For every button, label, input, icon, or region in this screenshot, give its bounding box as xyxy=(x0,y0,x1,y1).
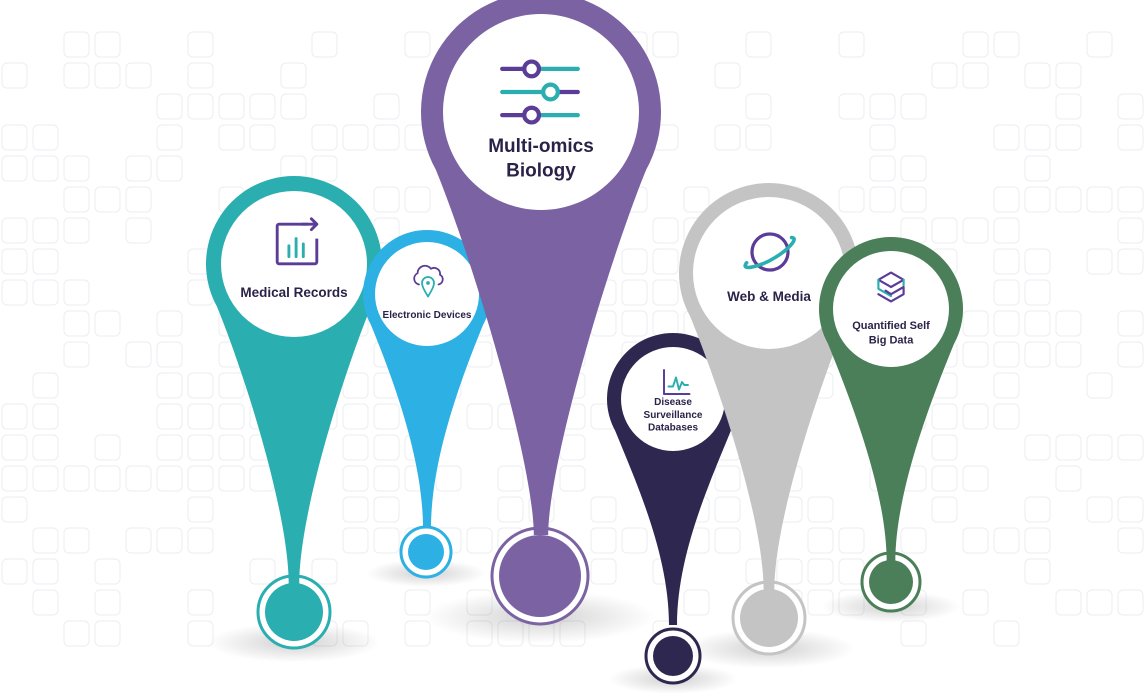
pin-base-dot xyxy=(869,560,913,604)
planet-icon xyxy=(743,232,796,272)
cloud-location-icon xyxy=(413,264,444,298)
pin-base-dot xyxy=(740,589,798,647)
pin-label-line: Electronic Devices xyxy=(383,310,472,321)
pulse-chart-icon xyxy=(663,369,691,395)
pin-label-disc xyxy=(621,347,725,451)
pin-label-disc xyxy=(833,251,949,367)
sliders-icon xyxy=(500,59,580,125)
pin-web-media: Web & Media xyxy=(678,183,859,669)
pin-label-line: Biology xyxy=(506,160,576,181)
pin-label-line: Big Data xyxy=(869,334,915,346)
pin-label-line: Multi-omics xyxy=(488,136,594,157)
pin-base-dot xyxy=(499,535,581,617)
pin-label-line: Databases xyxy=(648,423,698,434)
pin-label-disc xyxy=(693,197,845,349)
pin-label-line: Quantified Self xyxy=(852,320,930,332)
pin-label-disc xyxy=(443,14,639,210)
pin-label-line: Web & Media xyxy=(727,289,811,304)
cube-stack-icon xyxy=(877,271,905,303)
pin-label-line: Surveillance xyxy=(644,410,703,421)
pin-base-dot xyxy=(265,583,323,641)
pin-medical-records: Medical Records xyxy=(206,176,383,663)
pin-base-dot xyxy=(408,534,444,570)
pin-label-line: Disease xyxy=(654,397,692,408)
pin-label-line: Medical Records xyxy=(240,285,347,300)
chart-report-icon xyxy=(275,217,319,266)
pin-electronic-devices: Electronic Devices xyxy=(363,230,491,587)
pin-base-dot xyxy=(653,636,693,676)
